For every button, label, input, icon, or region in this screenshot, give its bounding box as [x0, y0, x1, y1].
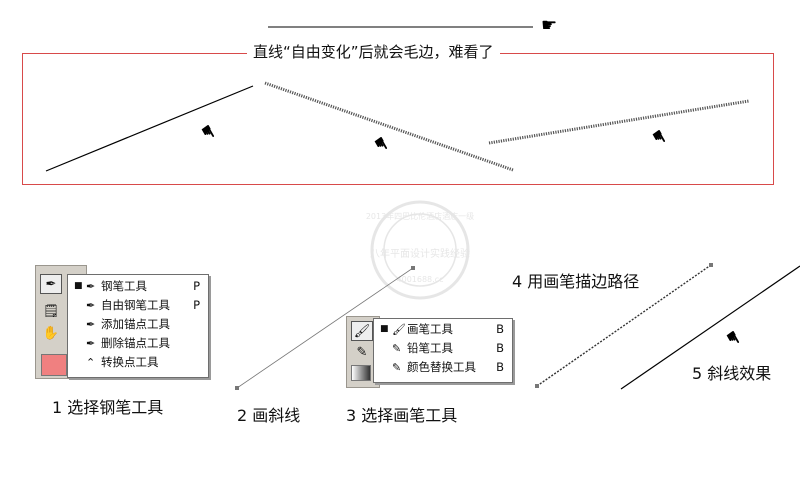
anchor-point-start-2	[535, 384, 539, 388]
foreground-color-swatch[interactable]	[41, 354, 67, 376]
result-line	[620, 265, 800, 390]
pencil-icon: ✎	[392, 342, 402, 355]
watermark: 2013年四巴比伦酒店酒店一级 八年平面设计实践经验 4001688.cc	[355, 195, 485, 305]
caption-step-4: 4 用画笔描边路径	[512, 272, 640, 291]
pen-tool-flyout: ■ ✒ 钢笔工具 P ✒ 自由钢笔工具 P ✒ 添加锚点工具 ✒ 删除锚点工具 …	[67, 274, 209, 378]
gradient-tool-button[interactable]	[351, 365, 371, 381]
shortcut-key: B	[496, 322, 504, 336]
notes-tool-button[interactable]: 🗒	[40, 302, 62, 322]
menu-item-convert-point-tool[interactable]: ⌃ 转换点工具	[68, 353, 208, 372]
menu-item-label: 钢笔工具	[101, 279, 147, 293]
brush-icon: 🖌	[392, 323, 406, 336]
menu-item-brush-tool[interactable]: ■ 🖌 画笔工具 B	[374, 320, 512, 339]
brush-tool-flyout: ■ 🖌 画笔工具 B ✎ 铅笔工具 B ✎ 颜色替换工具 B	[373, 318, 513, 383]
menu-item-label: 颜色替换工具	[407, 360, 476, 374]
menu-item-label: 删除锚点工具	[101, 336, 170, 350]
menu-item-label: 自由钢笔工具	[101, 298, 170, 312]
selected-bullet-icon: ■	[380, 324, 389, 334]
caption-step-3: 3 选择画笔工具	[346, 406, 458, 425]
smooth-line	[45, 85, 254, 172]
hand-tool-button[interactable]: ✋	[40, 324, 62, 344]
menu-item-delete-anchor-tool[interactable]: ✒ 删除锚点工具	[68, 334, 208, 353]
delete-anchor-icon: ✒	[86, 337, 96, 350]
menu-item-pencil-tool[interactable]: ✎ 铅笔工具 B	[374, 339, 512, 358]
anchor-point-end-2	[709, 263, 713, 267]
menu-item-label: 添加锚点工具	[101, 317, 170, 331]
freeform-pen-icon: ✒	[86, 299, 96, 312]
path-line	[236, 267, 414, 389]
menu-item-add-anchor-tool[interactable]: ✒ 添加锚点工具	[68, 315, 208, 334]
jagged-line-1	[264, 81, 514, 172]
caption-step-1: 1 选择钢笔工具	[52, 398, 164, 417]
shortcut-key: P	[193, 279, 200, 293]
pointing-hand-icon: ☛	[541, 15, 558, 36]
watermark-seal	[370, 200, 470, 300]
watermark-line-1: 2013年四巴比伦酒店酒店一级	[365, 212, 475, 221]
watermark-line-3: 4001688.cc	[396, 275, 444, 284]
add-anchor-icon: ✒	[86, 318, 96, 331]
page-title: 直线“自由变化”后就会毛边，难看了	[247, 41, 500, 62]
jagged-line-2	[488, 99, 750, 145]
anchor-point-end	[411, 266, 415, 270]
caption-step-5: 5 斜线效果	[692, 364, 772, 383]
menu-item-label: 铅笔工具	[407, 341, 453, 355]
menu-item-freeform-pen-tool[interactable]: ✒ 自由钢笔工具 P	[68, 296, 208, 315]
brush-tool-button[interactable]: 🖌	[351, 321, 373, 341]
caption-step-2: 2 画斜线	[237, 406, 301, 425]
comparison-frame	[22, 53, 774, 185]
menu-item-pen-tool[interactable]: ■ ✒ 钢笔工具 P	[68, 277, 208, 296]
stroked-path-line	[536, 264, 712, 387]
convert-point-icon: ⌃	[86, 356, 96, 369]
pen-icon: ✒	[86, 280, 96, 293]
color-replace-icon: ✎	[392, 361, 402, 374]
history-brush-tool-button[interactable]: ✎	[351, 343, 373, 363]
menu-item-label: 转换点工具	[101, 355, 159, 369]
anchor-point-start	[235, 386, 239, 390]
watermark-line-2: 八年平面设计实践经验	[370, 249, 470, 260]
shortcut-key: B	[496, 341, 504, 355]
selected-bullet-icon: ■	[74, 281, 83, 291]
pen-tool-button[interactable]: ✒	[40, 274, 62, 294]
menu-item-color-replace-tool[interactable]: ✎ 颜色替换工具 B	[374, 358, 512, 377]
shortcut-key: P	[193, 298, 200, 312]
shortcut-key: B	[496, 360, 504, 374]
menu-item-label: 画笔工具	[407, 322, 453, 336]
